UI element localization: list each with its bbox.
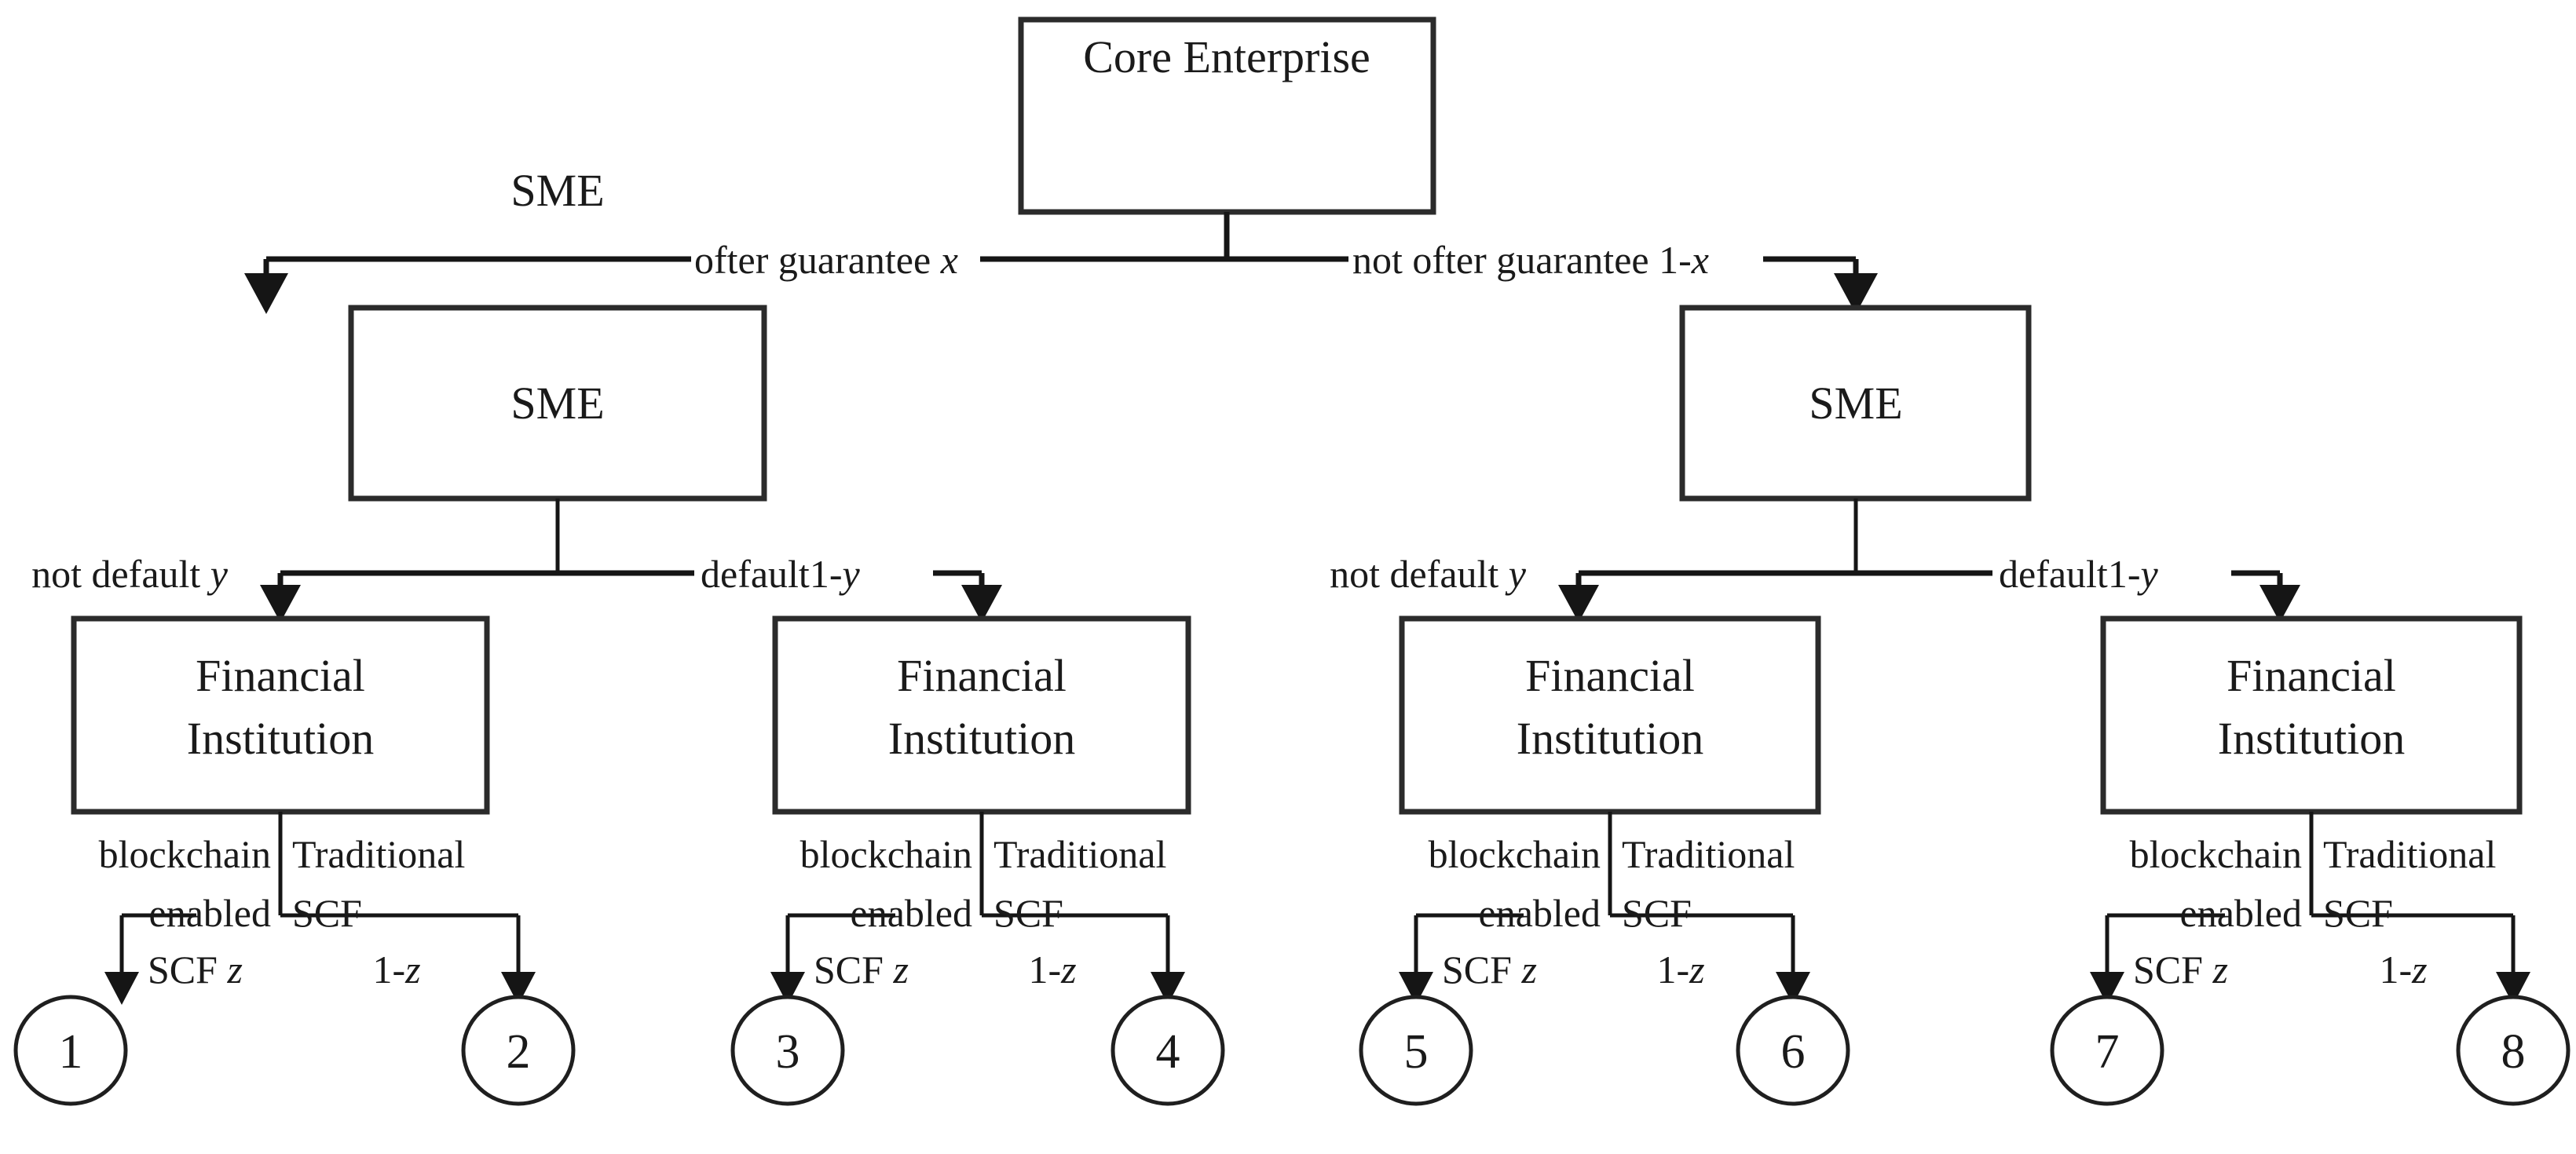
edge-label-traditional-3-line2: SCF: [1622, 891, 1692, 935]
arrowhead-leaf-4: [1151, 972, 1185, 1005]
node-fi-3-line1: Financial: [1525, 650, 1695, 701]
leaf-node-7-label: 7: [2095, 1025, 2120, 1079]
edge-label-not-default-right: not default y: [1330, 552, 1527, 596]
node-fi-4-line2: Institution: [2218, 713, 2405, 764]
edge-label-traditional-3-line3: 1-z: [1656, 948, 1704, 991]
arrowhead-fi-3: [1558, 585, 1599, 623]
arrowhead-sme-right: [1834, 273, 1878, 314]
edge-label-blockchain-3-line1: blockchain: [1429, 832, 1601, 876]
node-fi-2-line1: Financial: [897, 650, 1067, 701]
edge-label-not-default-left: not default y: [31, 552, 229, 596]
node-sme-right[interactable]: [1679, 305, 2032, 502]
leaf-node-4[interactable]: [1111, 995, 1225, 1106]
leaf-node-2-label: 2: [507, 1025, 531, 1079]
edge-label-blockchain-1-line1: blockchain: [99, 832, 271, 876]
edge-label-blockchain-2-line1: blockchain: [800, 832, 972, 876]
arrowhead-fi-1: [260, 585, 301, 623]
leaf-node-2[interactable]: [461, 995, 576, 1106]
node-fi-4-line1: Financial: [2227, 650, 2396, 701]
edge-label-traditional-1-line1: Traditional: [292, 832, 465, 876]
edge-label-traditional-2-line3: 1-z: [1028, 948, 1076, 991]
edge-label-blockchain-1-line2: enabled: [149, 891, 271, 935]
node-fi-2-line2: Institution: [888, 713, 1075, 764]
edge-label-blockchain-3-line3: SCF z: [1442, 948, 1537, 991]
leaf-node-6-label: 6: [1781, 1025, 1806, 1079]
edge-label-traditional-4-line3: 1-z: [2379, 948, 2427, 991]
arrowhead-fi-2: [961, 585, 1002, 623]
leaf-node-1-label: 1: [59, 1025, 83, 1079]
leaf-node-8[interactable]: [2456, 995, 2571, 1106]
leaf-node-1[interactable]: [13, 995, 128, 1106]
edge-label-default-left: default1-y: [701, 552, 860, 596]
edge-label-blockchain-2-line3: SCF z: [814, 948, 909, 991]
edge-label-traditional-2-line2: SCF: [993, 891, 1063, 935]
leaf-node-4-label: 4: [1156, 1025, 1180, 1079]
node-core-enterprise[interactable]: [1018, 16, 1436, 215]
arrowhead-fi-4: [2259, 585, 2300, 623]
edge-label-default-right: default1-y: [1999, 552, 2158, 596]
leaf-node-6[interactable]: [1736, 995, 1850, 1106]
edge-label-traditional-3-line1: Traditional: [1622, 832, 1795, 876]
node-fi-3-line2: Institution: [1517, 713, 1703, 764]
node-sme-left[interactable]: [348, 305, 767, 502]
node-sme-left-label: SME: [510, 165, 604, 216]
leaf-node-3-label: 3: [776, 1025, 800, 1079]
arrowhead-leaf-3: [770, 972, 805, 1005]
edge-label-blockchain-4-line2: enabled: [2180, 891, 2302, 935]
leaf-node-5[interactable]: [1359, 995, 1473, 1106]
node-sme-left-text: SME: [510, 378, 604, 429]
node-fi-1-line2: Institution: [187, 713, 374, 764]
edge-label-blockchain-1-line3: SCF z: [148, 948, 243, 991]
leaf-node-5-label: 5: [1404, 1025, 1429, 1079]
node-core-enterprise-label: Core Enterprise: [1083, 31, 1370, 82]
edge-label-blockchain-3-line2: enabled: [1479, 891, 1601, 935]
edge-label-not-offer-guarantee: not ofter guarantee 1-x: [1352, 238, 1709, 282]
leaf-node-3[interactable]: [730, 995, 845, 1106]
node-financial-institution-4[interactable]: [2100, 615, 2523, 815]
leaf-node-7[interactable]: [2050, 995, 2164, 1106]
arrowhead-leaf-5: [1399, 972, 1433, 1005]
edge-label-traditional-2-line1: Traditional: [993, 832, 1166, 876]
edge-label-offer-guarantee: ofter guarantee x: [694, 238, 958, 282]
edge-label-traditional-4-line1: Traditional: [2323, 832, 2496, 876]
node-fi-1-line1: Financial: [196, 650, 365, 701]
node-sme-right-text: SME: [1809, 378, 1902, 429]
leaf-node-8-label: 8: [2501, 1025, 2526, 1079]
edge-label-traditional-1-line2: SCF: [292, 891, 362, 935]
arrowhead-leaf-2: [501, 972, 536, 1005]
edge-label-blockchain-4-line1: blockchain: [2130, 832, 2302, 876]
edge-label-blockchain-2-line2: enabled: [851, 891, 972, 935]
node-financial-institution-3[interactable]: [1399, 615, 1821, 815]
arrowhead-leaf-7: [2090, 972, 2124, 1005]
arrowhead-sme-left: [244, 273, 288, 314]
arrowhead-leaf-6: [1776, 972, 1810, 1005]
node-financial-institution-1[interactable]: [71, 615, 490, 815]
edge-label-blockchain-4-line3: SCF z: [2133, 948, 2228, 991]
arrowhead-leaf-8: [2496, 972, 2530, 1005]
edge-label-traditional-4-line2: SCF: [2323, 891, 2393, 935]
arrowhead-leaf-1: [104, 972, 139, 1005]
edge-label-traditional-1-line3: 1-z: [372, 948, 420, 991]
